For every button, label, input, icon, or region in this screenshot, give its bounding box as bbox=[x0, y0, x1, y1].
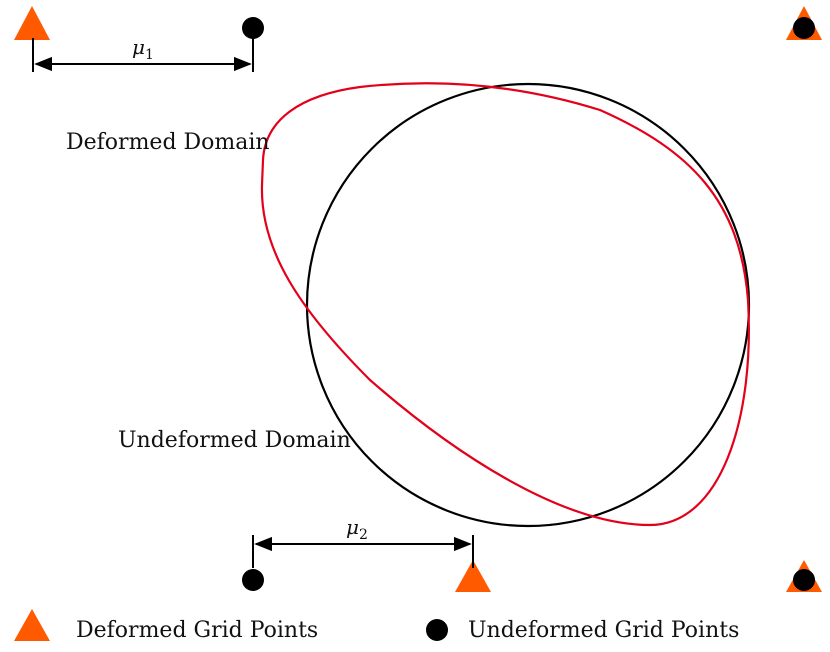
mu1-symbol: μ bbox=[132, 35, 145, 59]
undeformed-domain-label: Undeformed Domain bbox=[118, 428, 351, 453]
mu2-label: μ2 bbox=[346, 515, 368, 543]
mu2-subscript: 2 bbox=[359, 527, 368, 543]
undeformed-grid-point-bottom-left bbox=[242, 569, 264, 591]
mu1-label: μ1 bbox=[132, 35, 154, 63]
mu1-subscript: 1 bbox=[145, 47, 154, 63]
deformed-domain-label: Deformed Domain bbox=[66, 130, 270, 155]
legend-deformed-triangle-icon bbox=[14, 609, 50, 641]
undeformed-grid-point-bottom-right bbox=[793, 569, 815, 591]
legend-deformed-label: Deformed Grid Points bbox=[76, 618, 318, 643]
undeformed-grid-point-top-mid bbox=[242, 17, 264, 39]
legend-undeformed-label: Undeformed Grid Points bbox=[468, 618, 739, 643]
deformed-grid-point-top-left bbox=[14, 6, 50, 40]
undeformed-grid-point-top-right bbox=[793, 17, 815, 39]
deformed-grid-point-bottom-mid bbox=[455, 560, 491, 592]
mu2-symbol: μ bbox=[346, 515, 359, 539]
legend-undeformed-dot-icon bbox=[426, 619, 448, 641]
undeformed-domain-curve bbox=[305, 82, 751, 528]
deformed-domain-curve bbox=[260, 82, 750, 527]
